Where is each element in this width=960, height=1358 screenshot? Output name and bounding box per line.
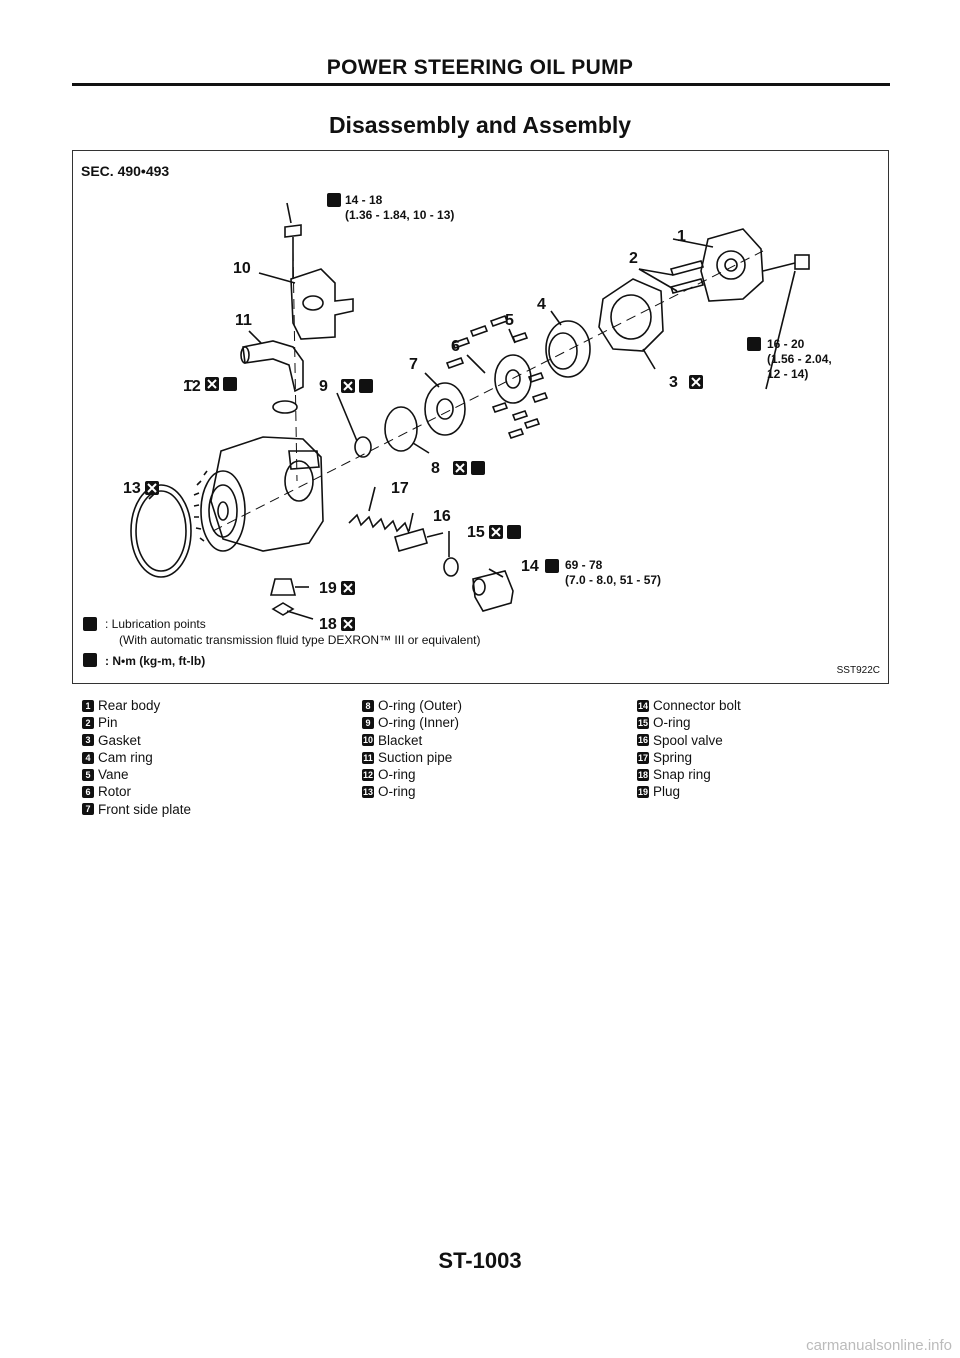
page-header-title: POWER STEERING OIL PUMP — [326, 56, 634, 79]
callout-16: 16 — [433, 508, 451, 525]
callout-17: 17 — [391, 480, 409, 497]
legend-number: 8 — [362, 699, 374, 712]
legend-item: 3 Gasket — [82, 732, 191, 749]
legend-number: 4 — [82, 751, 94, 764]
legend-number: 13 — [362, 786, 374, 799]
legend-number: 17 — [637, 751, 649, 764]
legend-label: O-ring (Outer) — [378, 698, 463, 713]
legend-item: 12 O-ring — [362, 766, 462, 783]
torque-2-detail2: 12 - 14) — [767, 367, 809, 381]
callout-1: 1 — [677, 228, 686, 245]
legend-number: 6 — [82, 786, 94, 799]
legend-item: 6 Rotor — [82, 783, 191, 800]
callout-6: 6 — [451, 338, 460, 355]
legend-label: Gasket — [98, 732, 141, 748]
callout-11: 11 — [235, 312, 252, 329]
legend-label: Pin — [98, 715, 118, 731]
callout-14: 14 — [521, 558, 539, 575]
legend-number: 10 — [362, 734, 374, 747]
legend-label: Snap ring — [653, 767, 711, 783]
legend-item: 14 Connector bolt — [637, 697, 741, 714]
key-lubrication-detail: (With automatic transmission fluid type … — [119, 633, 481, 647]
exploded-diagram: 1 2 3 4 5 6 7 8 9 10 11 12 13 14 15 16 1… — [72, 150, 889, 684]
diagram-drawing: 1 2 3 4 5 6 7 8 9 10 11 12 13 14 15 16 1… — [83, 193, 810, 667]
callout-3: 3 — [669, 374, 678, 391]
callout-7: 7 — [409, 356, 418, 373]
legend-number: 3 — [82, 734, 94, 747]
torque-1-detail: (1.36 - 1.84, 10 - 13) — [345, 208, 455, 222]
legend-label: Spool valve — [653, 732, 723, 748]
key-lubrication: : Lubrication points — [105, 617, 206, 631]
callout-5: 5 — [505, 312, 514, 329]
legend-label: Front side plate — [98, 801, 192, 817]
torque-2-detail: (1.56 - 2.04, — [767, 352, 832, 366]
legend-number: 5 — [82, 768, 94, 781]
legend-label: Suction pipe — [378, 749, 453, 765]
legend-number: 19 — [637, 786, 649, 799]
torque-2-value: 16 - 20 — [767, 337, 805, 351]
legend-item: 16 Spool valve — [637, 732, 741, 749]
legend-number: 2 — [82, 716, 94, 729]
callout-12: 12 — [183, 378, 201, 395]
watermark: carmanualsonline.info — [806, 1337, 952, 1354]
legend-label: Plug — [653, 784, 681, 800]
legend-item: 11 Suction pipe — [362, 749, 462, 766]
legend-label: Vane — [98, 767, 129, 783]
legend-label: O-ring (Inner) — [378, 715, 460, 731]
legend-label: Rotor — [98, 784, 132, 800]
legend-number: 18 — [637, 768, 649, 781]
legend-item: 15 O-ring — [637, 714, 741, 731]
callout-13: 13 — [123, 480, 141, 497]
key-torque: : N•m (kg-m, ft-lb) — [105, 654, 206, 668]
legend-label: Cam ring — [98, 749, 153, 765]
legend-label: Connector bolt — [653, 698, 741, 713]
callout-18: 18 — [319, 616, 337, 633]
legend-item: 19 Plug — [637, 783, 741, 800]
legend-number: 14 — [637, 699, 649, 712]
legend-number: 9 — [362, 716, 374, 729]
legend-label: Blacket — [378, 732, 423, 748]
callout-8: 8 — [431, 460, 440, 477]
section-title: Disassembly and Assembly — [328, 112, 632, 138]
legend-item: 1 Rear body — [82, 697, 191, 714]
legend-number: 11 — [362, 751, 374, 764]
legend-item: 5 Vane — [82, 766, 191, 783]
legend-item: 17 Spring — [637, 749, 741, 766]
legend-item: 9 O-ring (Inner) — [362, 714, 462, 731]
legend-item: 10 Blacket — [362, 732, 462, 749]
legend-item: 2 Pin — [82, 714, 191, 731]
callout-19: 19 — [319, 580, 337, 597]
torque-1-value: 14 - 18 — [345, 193, 383, 207]
callout-9: 9 — [319, 378, 328, 395]
legend-label: O-ring — [378, 784, 416, 800]
torque-3-detail: (7.0 - 8.0, 51 - 57) — [565, 573, 662, 587]
callout-15: 15 — [467, 524, 485, 541]
header-rule — [72, 83, 890, 86]
legend-number: 15 — [637, 716, 649, 729]
figure-code: SST922C — [836, 665, 880, 676]
legend-column-2: 8 O-ring (Outer) 9 O-ring (Inner) 10 Blacke… — [362, 697, 462, 801]
page-code: ST-1003 — [438, 1248, 522, 1273]
callout-10: 10 — [233, 260, 251, 277]
legend-label: O-ring — [378, 767, 416, 783]
legend-label: Spring — [653, 749, 693, 765]
legend-item: 13 O-ring — [362, 783, 462, 800]
legend-number: 1 — [82, 699, 94, 712]
legend-item: 7 Front side plate — [82, 801, 191, 818]
legend-number: 7 — [82, 803, 94, 816]
callout-4: 4 — [537, 296, 546, 313]
legend-number: 12 — [362, 768, 374, 781]
legend-item: 4 Cam ring — [82, 749, 191, 766]
legend-item: 8 O-ring (Outer) — [362, 697, 462, 714]
legend-item: 18 Snap ring — [637, 766, 741, 783]
legend-number: 16 — [637, 734, 649, 747]
legend-label: O-ring — [653, 715, 691, 731]
legend-label: Rear body — [98, 698, 161, 713]
callout-2: 2 — [629, 250, 638, 267]
torque-3-value: 69 - 78 — [565, 558, 603, 572]
sec-label: SEC. 490•493 — [81, 163, 170, 179]
